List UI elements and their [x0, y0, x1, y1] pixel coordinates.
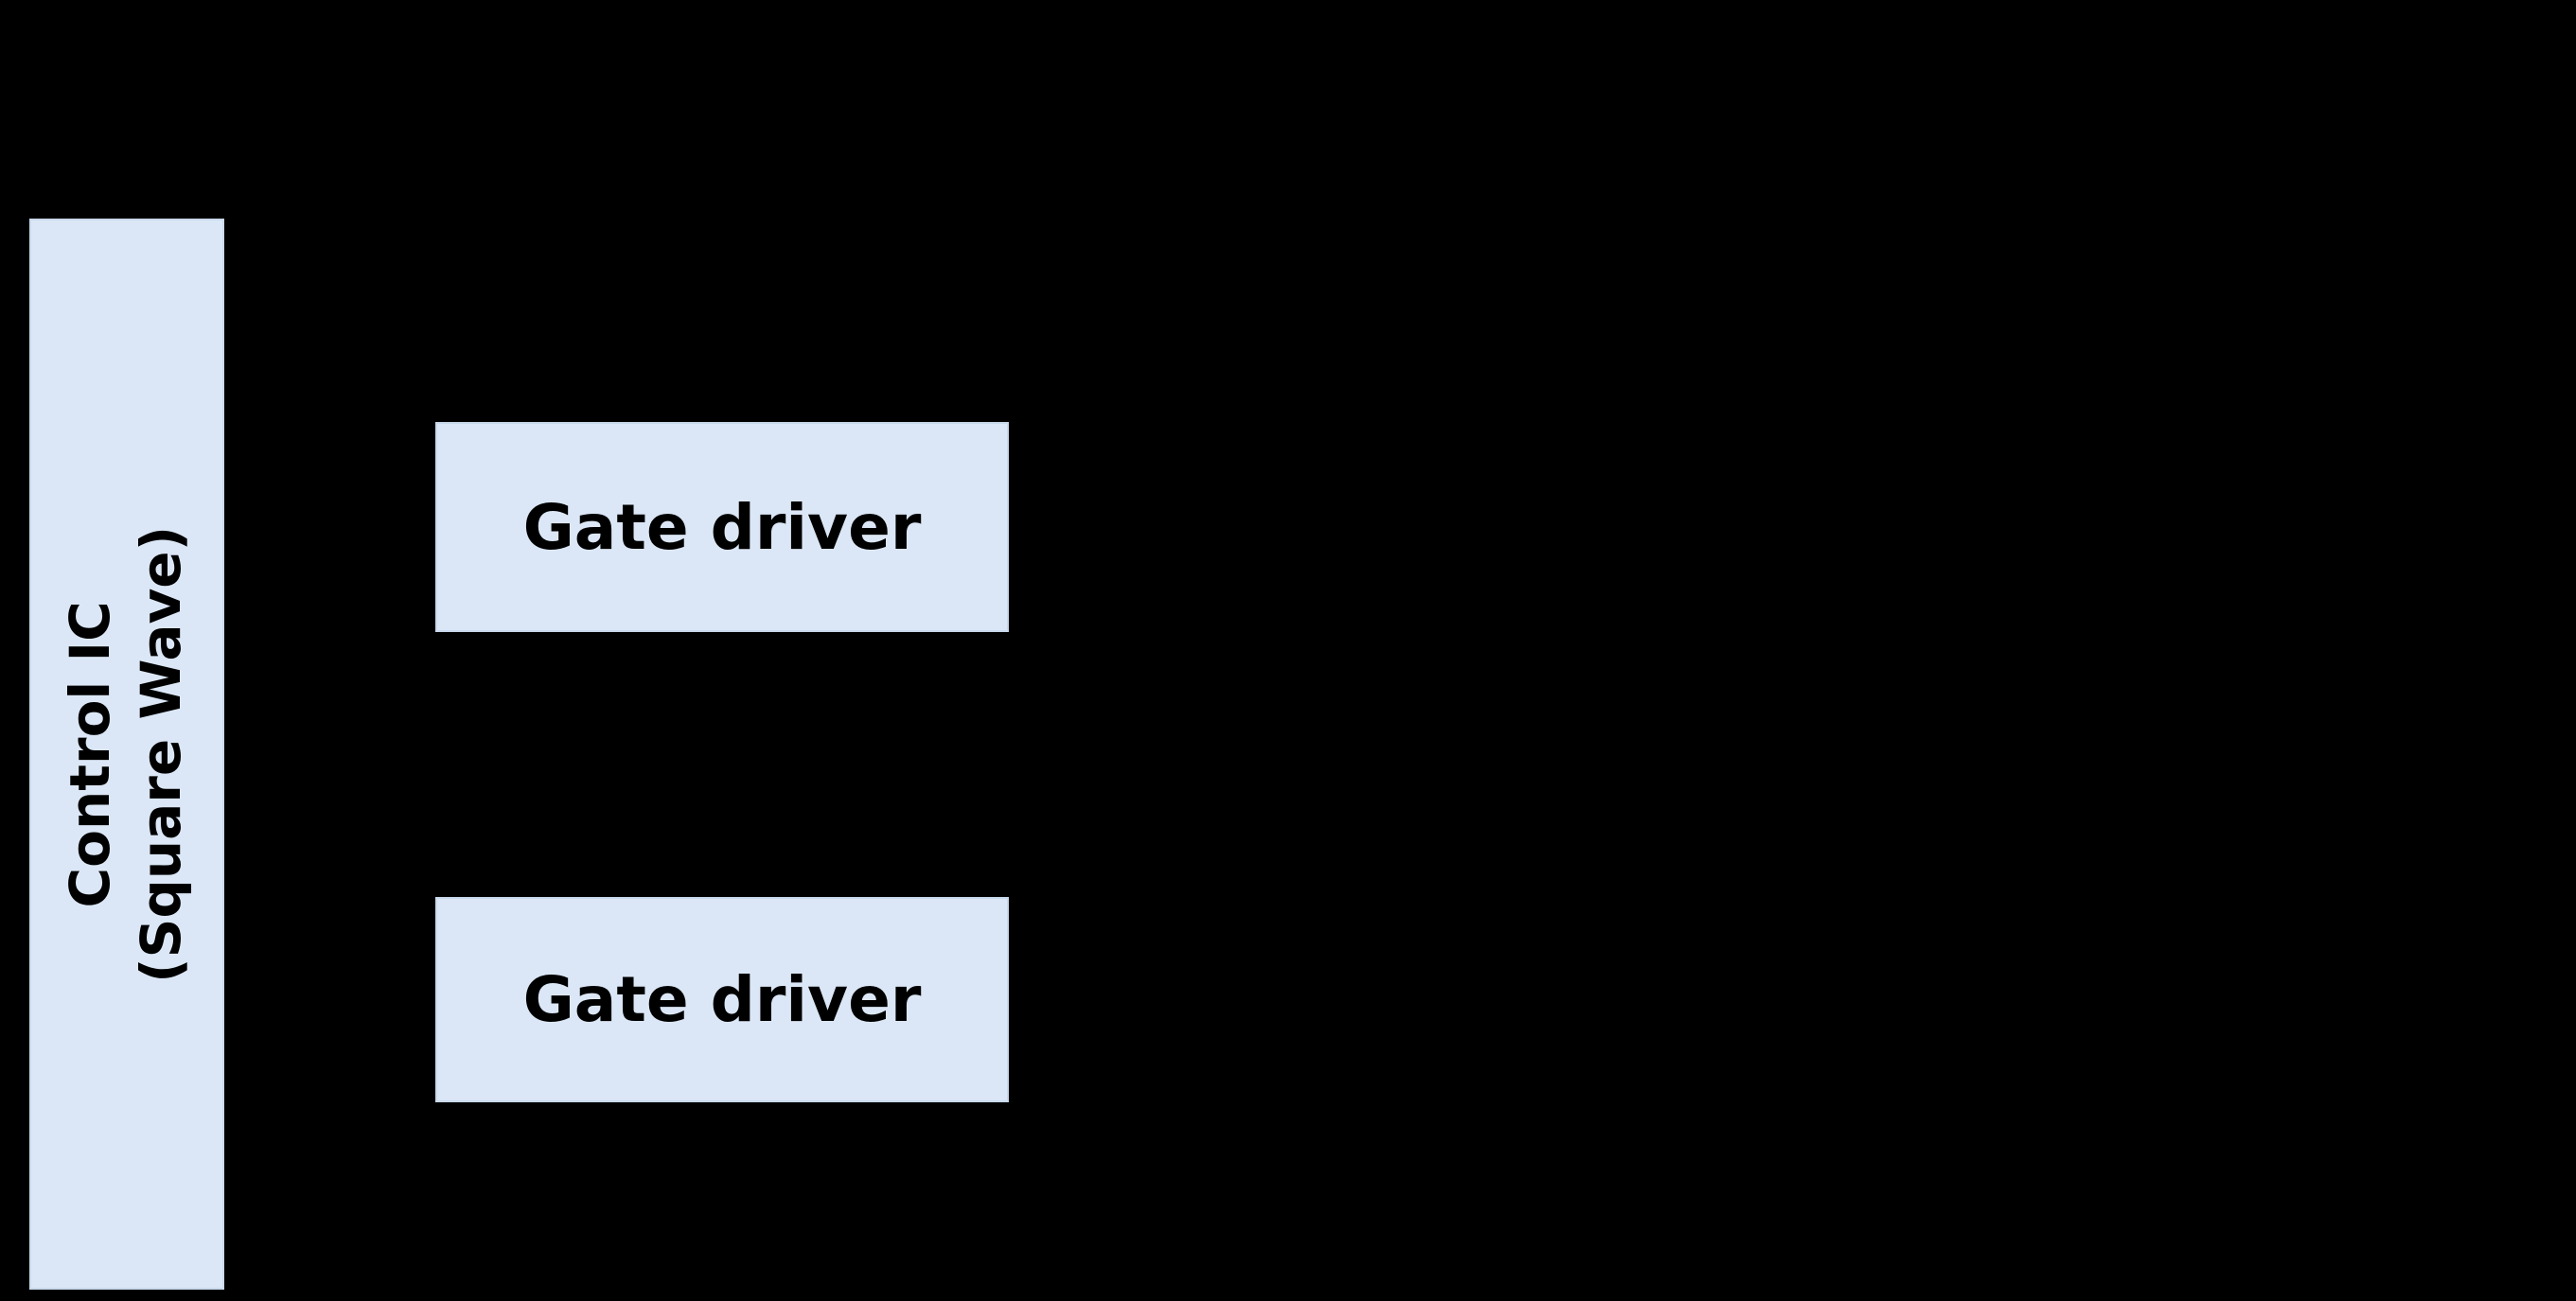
control-ic-box: Control IC (Square Wave) [29, 219, 224, 1290]
gate-driver-top-box: Gate driver [435, 422, 1009, 632]
control-ic-label-line1: Control IC [58, 600, 123, 908]
control-ic-label-line2: (Square Wave) [130, 525, 194, 983]
gate-driver-bottom-box: Gate driver [435, 897, 1009, 1102]
gate-driver-top-label: Gate driver [522, 490, 922, 564]
control-ic-label: Control IC (Square Wave) [56, 525, 199, 982]
gate-driver-bottom-label: Gate driver [522, 963, 922, 1036]
